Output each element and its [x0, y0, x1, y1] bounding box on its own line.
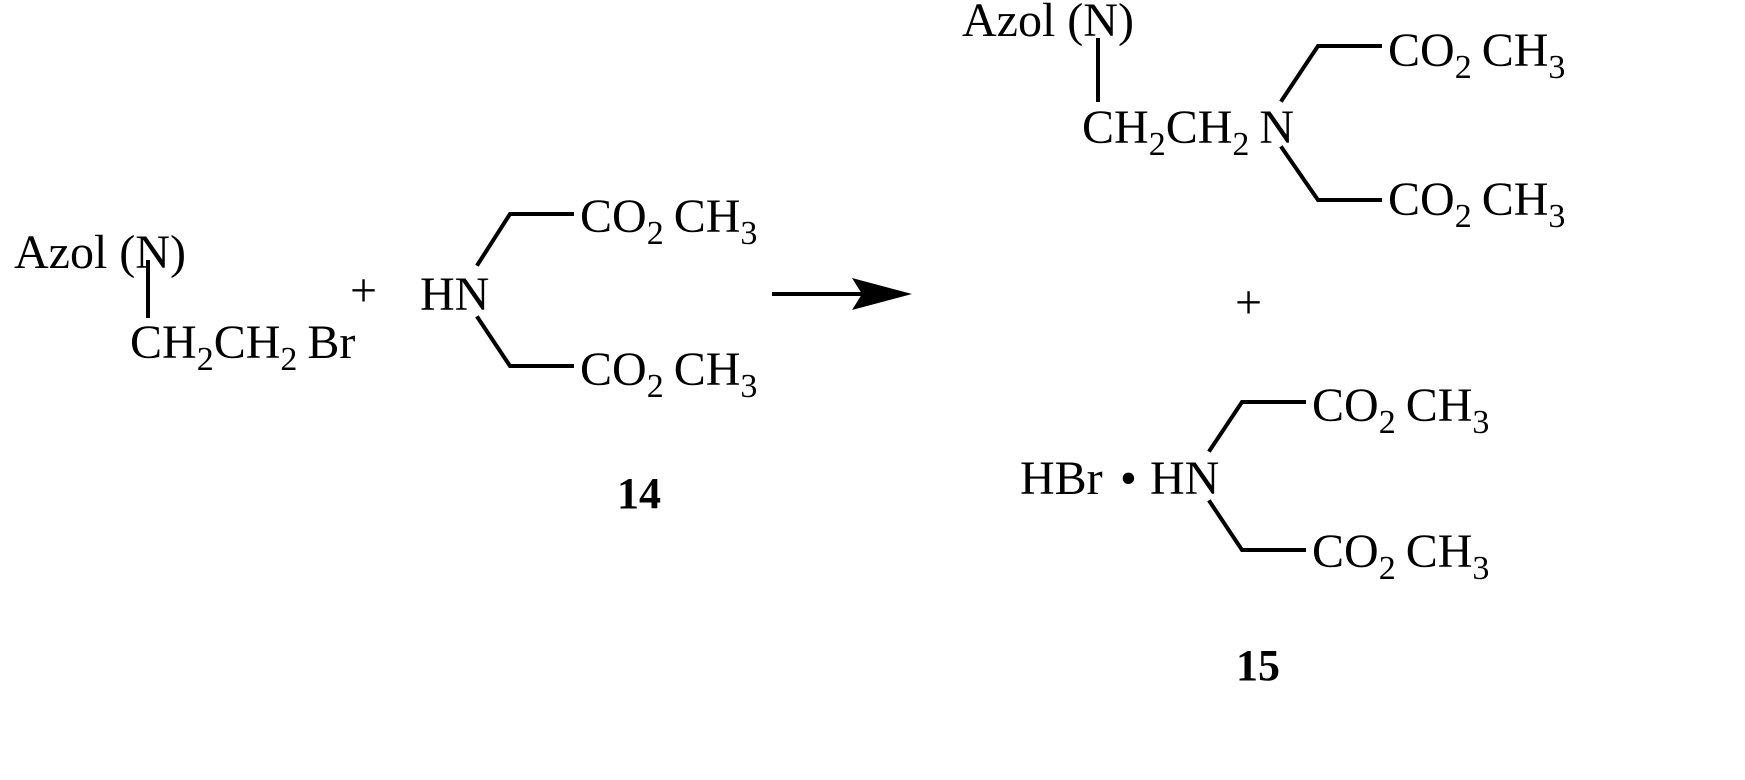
plus-sign-products: + [1235, 276, 1262, 329]
salt-ester-bottom-formula: CO2CH3 [1312, 525, 1489, 587]
hbr-label: HBr [1020, 452, 1103, 505]
compound-label-15: 15 [1236, 641, 1280, 690]
bond-upper-arm [478, 214, 572, 264]
compound-label-14: 14 [617, 469, 661, 518]
adduct-dot: • [1120, 452, 1137, 505]
azol-n-label: Azol (N) [14, 226, 186, 279]
ch2ch2br-formula: CH2CH2Br [130, 316, 355, 378]
reactant-iminodiacetate: HN CO2CH3 CO2CH3 14 [420, 190, 757, 518]
product-bond-upper-arm [1282, 46, 1380, 100]
product-ester-top-formula: CO2CH3 [1388, 24, 1565, 86]
product-ch2ch2n-formula: CH2CH2N [1082, 101, 1294, 163]
salt-ester-top-formula: CO2CH3 [1312, 379, 1489, 441]
ester-bottom-formula: CO2CH3 [580, 343, 757, 405]
plus-sign-reactants: + [350, 264, 377, 317]
product-hbr-salt: HBr • HN CO2CH3 CO2CH3 15 [1020, 379, 1489, 690]
product-ester-bottom-formula: CO2CH3 [1388, 173, 1565, 235]
product-alkylated-amine: Azol (N) CH2CH2N CO2CH3 CO2CH3 [962, 0, 1565, 235]
ester-top-formula: CO2CH3 [580, 190, 757, 252]
product-bond-lower-arm [1282, 148, 1380, 200]
salt-hn-label: HN [1150, 452, 1219, 505]
bond-lower-arm [478, 318, 572, 366]
reaction-arrow [772, 278, 912, 310]
salt-bond-upper-arm [1210, 402, 1304, 450]
hn-label: HN [420, 268, 489, 321]
reactant-bromoethyl-azole: Azol (N) CH2CH2Br [14, 226, 355, 378]
product-azol-n-label: Azol (N) [962, 0, 1134, 47]
salt-bond-lower-arm [1210, 502, 1304, 550]
